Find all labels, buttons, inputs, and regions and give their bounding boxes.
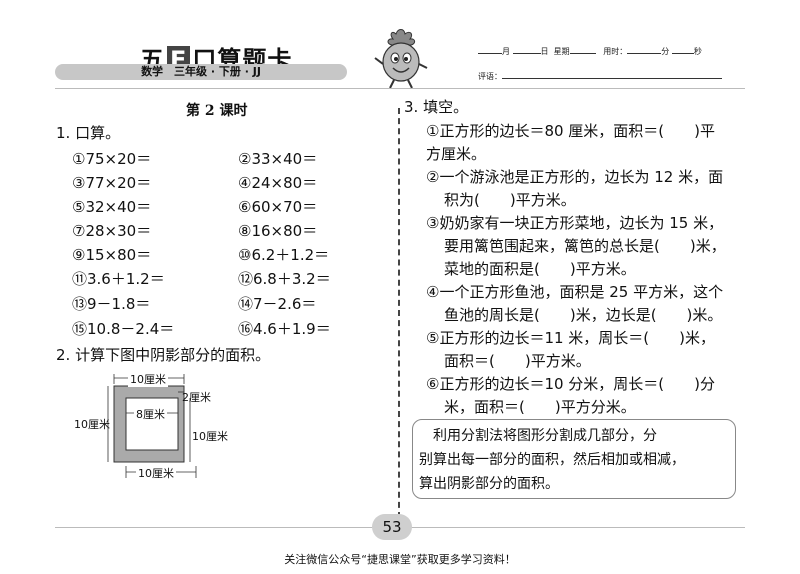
- math-item: ⑧16×80＝: [238, 222, 318, 240]
- question-3-title: 3. 填空。: [404, 98, 469, 116]
- fill-line: 菜地的面积是( )平方米。: [444, 260, 636, 278]
- footer-note: 关注微信公众号“捷思课堂”获取更多学习资料！: [284, 553, 516, 566]
- math-item: ⑪3.6＋1.2＝: [72, 270, 165, 288]
- math-item: ④24×80＝: [238, 174, 318, 192]
- weekday-blank[interactable]: [569, 44, 596, 54]
- hint-line: 利用分割法将图形分割成几部分，分: [419, 428, 657, 444]
- math-item: ①75×20＝: [72, 150, 152, 168]
- comment-blank[interactable]: [502, 69, 722, 79]
- math-item: ⑭7－2.6＝: [238, 295, 317, 313]
- hint-box: 利用分割法将图形分割成几部分，分 别算出每一部分的面积，然后相加或相减， 算出阴…: [412, 419, 736, 499]
- dim-right-label: 10厘米: [192, 430, 228, 443]
- fill-line: ②一个游泳池是正方形的，边长为 12 米，面: [426, 168, 724, 186]
- fill-line: 面积＝( )平方米。: [444, 352, 591, 370]
- math-item: ⑩6.2＋1.2＝: [238, 246, 330, 264]
- math-item: ⑥60×70＝: [238, 198, 318, 216]
- math-item: ③77×20＝: [72, 174, 152, 192]
- shaded-square-diagram: 10厘米 8厘米 2厘米 10厘米 10厘米 10厘米: [70, 371, 250, 484]
- fill-line: ④一个正方形鱼池，面积是 25 平方米，这个: [426, 283, 724, 301]
- comment-line: 评语：: [478, 69, 722, 82]
- math-item: ⑨15×80＝: [72, 246, 152, 264]
- mascot-illustration: [370, 28, 432, 90]
- question-1-title: 1. 口算。: [56, 124, 121, 142]
- fill-line: ⑥正方形的边长＝10 分米，周长＝( )分: [426, 375, 716, 393]
- math-item: ②33×40＝: [238, 150, 318, 168]
- column-divider: [398, 108, 400, 518]
- fill-line: 要用篱笆围起来，篱笆的总长是( )米，: [444, 237, 726, 255]
- day-blank[interactable]: [512, 44, 541, 54]
- fill-line: 米，面积＝( )平方分米。: [444, 398, 636, 416]
- dim-left-label: 10厘米: [74, 418, 110, 431]
- math-item: ⑫6.8＋3.2＝: [238, 270, 331, 288]
- hint-line: 别算出每一部分的面积，然后相加或相减，: [419, 452, 685, 468]
- month-blank[interactable]: [478, 44, 502, 54]
- dim-bottom-label: 10厘米: [136, 465, 176, 481]
- dim-gap-label: 2厘米: [182, 391, 211, 404]
- fill-line: 方厘米。: [426, 145, 487, 163]
- fill-line: 积为( )平方米。: [444, 191, 576, 209]
- date-time-line: 月 日 星期 用时：分 秒: [478, 44, 702, 57]
- lesson-title: 第 2 课时: [186, 103, 248, 119]
- fill-line: 鱼池的周长是( )米，边长是( )米。: [444, 306, 723, 324]
- math-item: ⑦28×30＝: [72, 222, 152, 240]
- second-blank[interactable]: [671, 44, 694, 54]
- subject-grade-bar: 数学 三年级 · 下册 · JJ: [55, 64, 347, 80]
- question-2-title: 2. 计算下图中阴影部分的面积。: [56, 346, 271, 364]
- fill-line: ③奶奶家有一块正方形菜地，边长为 15 米，: [426, 214, 724, 232]
- header-rule: [55, 88, 745, 89]
- page-number: 53: [372, 514, 412, 540]
- dim-inner-label: 8厘米: [134, 406, 167, 422]
- minute-blank[interactable]: [627, 44, 662, 54]
- fill-line: ①正方形的边长＝80 厘米，面积＝( )平: [426, 122, 716, 140]
- math-item: ⑬9－1.8＝: [72, 295, 151, 313]
- math-item: ⑤32×40＝: [72, 198, 152, 216]
- math-item: ⑯4.6＋1.9＝: [238, 320, 331, 338]
- fill-line: ⑤正方形的边长＝11 米，周长＝( )米，: [426, 329, 716, 347]
- dim-top-label: 10厘米: [128, 371, 168, 387]
- hint-line: 算出阴影部分的面积。: [419, 476, 559, 492]
- math-item: ⑮10.8－2.4＝: [72, 320, 175, 338]
